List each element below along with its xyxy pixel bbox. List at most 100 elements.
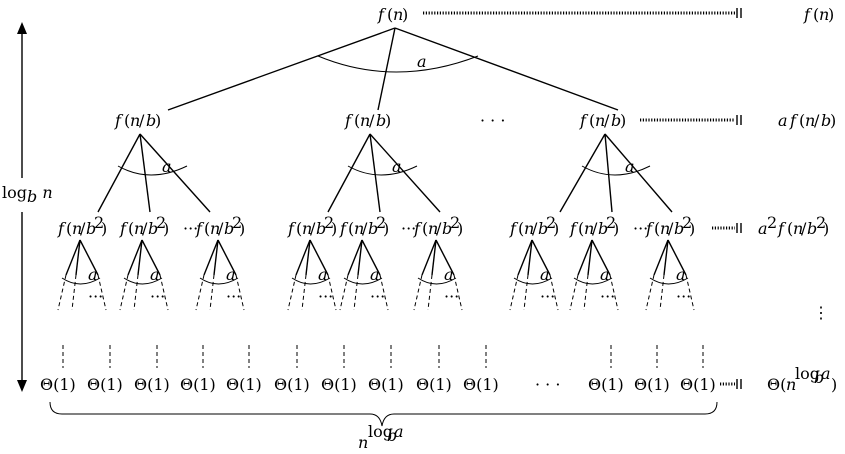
svg-text:b: b [598,219,608,238]
level2-node: f(n/b2) [569,213,619,238]
svg-text:n: n [354,219,364,238]
svg-text:n: n [210,219,220,238]
svg-text:n: n [595,111,605,130]
svg-text:/: / [801,219,807,238]
svg-text:a: a [600,265,610,284]
svg-text:n: n [72,219,82,238]
svg-text:): ) [402,5,408,24]
svg-text:/: / [369,111,375,130]
svg-text:b: b [821,111,831,130]
svg-text:···: ··· [150,287,165,306]
svg-text:b: b [148,219,158,238]
svg-text:···: ··· [444,287,459,306]
svg-text:···: ··· [183,219,198,238]
svg-text:log: log [795,364,820,383]
svg-text:b: b [807,219,817,238]
level1-nodes: f(n/b) f(n/b) · · · f(n/b) [114,111,626,130]
svg-text:): ) [239,219,245,238]
svg-text:f: f [777,219,787,238]
svg-text:/: / [362,219,368,238]
level2-node: f(n/b2) [287,213,337,238]
svg-text:): ) [828,5,834,24]
svg-text:a: a [226,265,236,284]
svg-text:): ) [457,219,463,238]
svg-text:f: f [344,111,354,130]
svg-text:): ) [101,219,107,238]
svg-text:n: n [584,219,594,238]
svg-text:2: 2 [376,213,386,232]
leaf-node: Θ(1) [463,375,499,394]
svg-text:2: 2 [816,213,826,232]
leaf-node: Θ(1) [226,375,262,394]
svg-text:(: ( [654,219,660,238]
svg-text:···: ··· [633,219,648,238]
leaf-node: Θ(1) [87,375,123,394]
svg-text:): ) [331,219,337,238]
svg-text:f: f [569,219,579,238]
svg-text:): ) [553,219,559,238]
svg-text:): ) [831,375,837,394]
svg-text:/: / [142,219,148,238]
svg-text:a: a [758,219,768,238]
level1-node: f(n/b) [579,111,626,130]
bottom-brace: n log b a [49,401,718,452]
svg-text:/: / [310,219,316,238]
svg-text:b: b [387,426,397,445]
svg-text:2: 2 [606,213,616,232]
level2-node: f(n/b2) [645,213,695,238]
svg-text:a: a [444,265,454,284]
svg-text:(: ( [387,5,393,24]
svg-text:n: n [393,5,403,24]
svg-text:a: a [150,265,160,284]
level2-node: f(n/b2) [413,213,463,238]
svg-text:n: n [302,219,312,238]
svg-text:···: ··· [226,287,241,306]
svg-text:): ) [155,111,161,130]
level1-node: f(n/b) [344,111,391,130]
leaf-nodes: Θ(1)Θ(1)Θ(1)Θ(1)Θ(1)Θ(1)Θ(1)Θ(1)Θ(1)Θ(1)… [40,375,716,394]
svg-text:···: ··· [540,287,555,306]
svg-text:a: a [88,265,98,284]
svg-text:/: / [592,219,598,238]
root-node: f ( n ) [377,5,408,24]
svg-text:a: a [540,265,550,284]
svg-text:···: ··· [318,287,333,306]
svg-text:b: b [674,219,684,238]
svg-text:b: b [316,219,326,238]
bottom-label-exponent: log [368,422,393,441]
root-edges: a [167,27,619,111]
svg-text:···: ··· [676,287,691,306]
svg-text:f: f [377,5,387,24]
svg-text:f: f [645,219,655,238]
svg-text:n: n [524,219,534,238]
svg-text:2: 2 [232,213,242,232]
svg-text:): ) [620,111,626,130]
svg-text:(: ( [354,111,360,130]
svg-text:b: b [224,219,234,238]
level2-fan: a··· [287,239,337,311]
svg-text:/: / [80,219,86,238]
svg-text:f: f [114,111,124,130]
svg-text:): ) [823,219,829,238]
svg-text:b: b [368,219,378,238]
svg-text:(: ( [799,111,805,130]
svg-text:): ) [830,111,836,130]
svg-text:a: a [392,157,402,176]
svg-text:a: a [625,157,635,176]
svg-text:f: f [789,111,799,130]
svg-text:a: a [778,111,788,130]
svg-text:n: n [793,219,803,238]
svg-text:): ) [163,219,169,238]
svg-text:a: a [162,157,172,176]
svg-text:n: n [130,111,140,130]
svg-text:): ) [689,219,695,238]
level1-edges: a a a [97,133,673,213]
svg-text:···: ··· [370,287,385,306]
leaf-node: Θ(1) [274,375,310,394]
level2-fan: a ··· [195,239,245,311]
height-arrow: logb n [2,22,53,392]
level2-fan: a··· [339,239,389,311]
svg-text:2: 2 [546,213,556,232]
